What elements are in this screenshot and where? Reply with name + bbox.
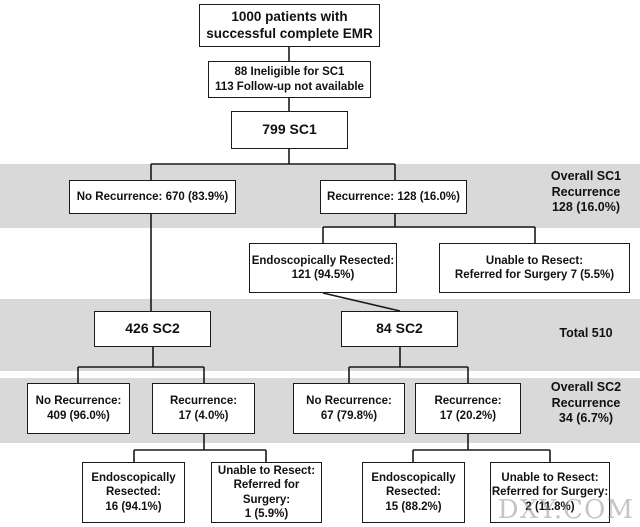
sc1-no-recurrence-box: No Recurrence: 670 (83.9%) xyxy=(69,180,236,214)
right-resected-line-2: Resected: xyxy=(386,486,441,499)
right-unable-line-2: Referred for Surgery: xyxy=(491,486,609,499)
left-resected-line-1: Endoscopically xyxy=(91,471,176,484)
top-line-2: successful complete EMR xyxy=(206,25,373,41)
right-no-recurrence-box: No Recurrence:67 (79.8%) xyxy=(293,383,405,434)
sc1-box: 799 SC1 xyxy=(231,111,348,149)
sc2-left-box: 426 SC2 xyxy=(94,311,211,347)
left-no-recurrence-line-2: 409 (96.0%) xyxy=(47,409,110,422)
left-no-recurrence-box: No Recurrence:409 (96.0%) xyxy=(27,383,130,434)
watermark: DXY.COM xyxy=(497,495,634,525)
left-unable-line-3: 1 (5.9%) xyxy=(244,507,289,520)
excluded-line-2: 113 Follow-up not available xyxy=(215,80,364,93)
overall-sc2-annotation: Overall SC2 Recurrence 34 (6.7%) xyxy=(536,380,636,427)
left-unable-box: Unable to Resect: Referred for Surgery:1 … xyxy=(211,462,322,523)
right-recurrence-box: Recurrence:17 (20.2%) xyxy=(415,383,521,434)
sc1-resected-line-2: 121 (94.5%) xyxy=(291,269,355,281)
left-recurrence-line-2: 17 (4.0%) xyxy=(178,409,229,422)
right-resected-line-1: Endoscopically xyxy=(371,471,456,484)
right-no-recurrence-line-2: 67 (79.8%) xyxy=(320,409,378,422)
right-no-recurrence-line-1: No Recurrence: xyxy=(306,395,392,408)
sc2-right-label: 84 SC2 xyxy=(376,320,423,337)
right-unable-line-1: Unable to Resect: xyxy=(501,471,599,484)
overall-sc1-line-3: 128 (16.0%) xyxy=(551,200,621,215)
right-unable-line-3: 2 (11.8%) xyxy=(525,500,575,513)
overall-sc2-line-1: Overall SC2 xyxy=(550,380,622,394)
overall-sc1-annotation: Overall SC1 Recurrence 128 (16.0%) xyxy=(536,169,636,216)
left-unable-line-1: Unable to Resect: xyxy=(217,464,316,477)
overall-sc2-line-3: 34 (6.7%) xyxy=(558,411,614,426)
overall-sc1-line-2: Recurrence xyxy=(551,184,621,199)
left-recurrence-line-1: Recurrence: xyxy=(169,395,238,408)
sc1-resected-box: Endoscopically Resected: 121 (94.5%) xyxy=(249,243,397,293)
sc1-recurrence-box: Recurrence: 128 (16.0%) xyxy=(320,180,467,214)
top-line-1: 1000 patients with xyxy=(231,8,348,24)
sc1-label: 799 SC1 xyxy=(262,121,317,138)
right-unable-box: Unable to Resect: Referred for Surgery:2 … xyxy=(490,462,610,523)
right-recurrence-line-1: Recurrence: xyxy=(434,395,502,408)
left-recurrence-box: Recurrence:17 (4.0%) xyxy=(152,383,255,434)
excluded-line-1: 88 Ineligible for SC1 xyxy=(234,66,345,79)
sc2-left-label: 426 SC2 xyxy=(125,320,180,337)
sc2-right-box: 84 SC2 xyxy=(341,311,458,347)
overall-sc1-line-1: Overall SC1 xyxy=(550,169,622,183)
sc1-no-recurrence-label: No Recurrence: 670 (83.9%) xyxy=(76,190,229,203)
left-unable-line-2: Referred for Surgery: xyxy=(233,479,300,506)
sc1-recurrence-label: Recurrence: 128 (16.0%) xyxy=(327,190,460,203)
overall-sc2-line-2: Recurrence xyxy=(551,395,621,410)
left-no-recurrence-line-1: No Recurrence: xyxy=(35,395,122,408)
sc1-unable-line-1: Unable to Resect: xyxy=(485,254,584,267)
right-resected-line-3: 15 (88.2%) xyxy=(385,500,442,513)
total-annotation: Total 510 xyxy=(536,326,636,342)
sc1-unable-line-2: Referred for Surgery 7 (5.5%) xyxy=(454,269,615,281)
sc1-unable-box: Unable to Resect: Referred for Surgery 7 … xyxy=(439,243,630,293)
total-label: Total 510 xyxy=(559,326,613,340)
right-recurrence-line-2: 17 (20.2%) xyxy=(439,409,497,422)
left-resected-line-3: 16 (94.1%) xyxy=(105,500,162,513)
sc1-resected-line-1: Endoscopically Resected: xyxy=(251,254,395,267)
left-resected-line-2: Resected: xyxy=(106,486,161,499)
